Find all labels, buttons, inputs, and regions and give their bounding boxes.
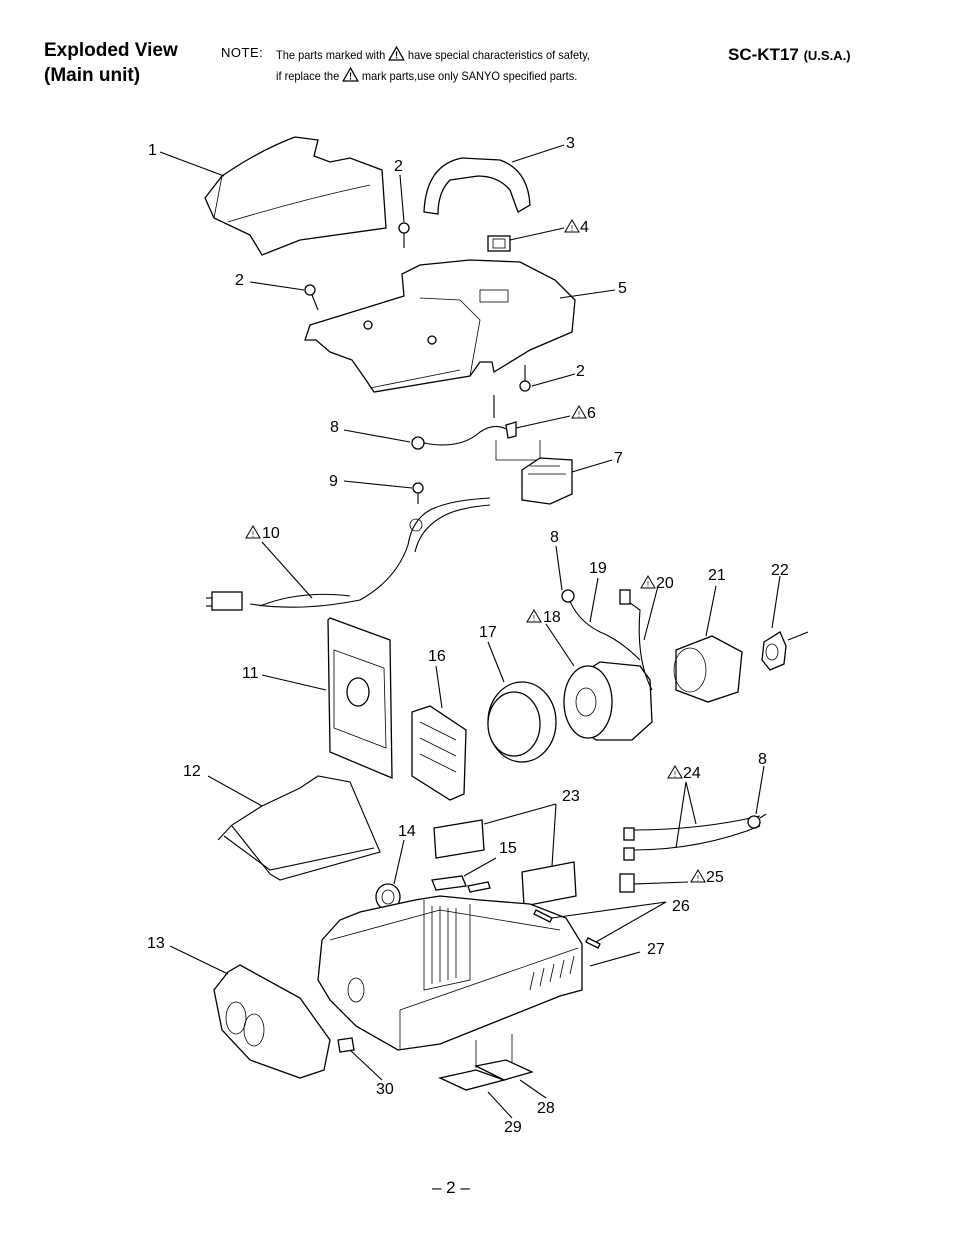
warning-triangle-icon: !	[564, 219, 580, 233]
svg-text:!: !	[647, 580, 649, 589]
note-line-2-end: mark parts,use only SANYO specified part…	[361, 69, 578, 83]
callout-23: 23	[562, 788, 580, 805]
callout-14: 14	[398, 823, 416, 840]
callout-2: 2	[576, 363, 585, 380]
callout-labels: 1 2 2 2 3 4 5 6 7 8 8 8 9 10 11 12 13 14…	[147, 135, 789, 1136]
part-top-cover	[204, 136, 387, 256]
svg-text:!: !	[578, 410, 580, 419]
part-switch-lead	[493, 395, 541, 461]
part-power-cord	[206, 497, 491, 611]
callout-16: 16	[428, 648, 446, 665]
callout-18: 18	[543, 609, 561, 626]
part-leads-24	[623, 813, 767, 861]
model-region: (U.S.A.)	[803, 48, 851, 63]
warning-triangle-icon: !	[388, 45, 406, 62]
callout-5: 5	[618, 280, 627, 297]
svg-text:!: !	[571, 224, 573, 233]
callout-26: 26	[672, 898, 690, 915]
callout-4: 4	[580, 219, 589, 236]
callout-2: 2	[394, 158, 403, 175]
note-line-2-start: if replace the	[276, 69, 340, 83]
model-number: SC-KT17 (U.S.A.)	[728, 45, 851, 65]
part-cylinder-21	[673, 635, 743, 703]
warning-triangle-icon: !	[690, 869, 706, 883]
safety-marks: ! ! ! ! ! ! !	[245, 219, 706, 883]
part-bag-holder	[327, 617, 393, 779]
svg-text:!: !	[395, 50, 398, 61]
part-wire-frame	[217, 775, 381, 881]
part-main-base	[317, 895, 583, 1051]
callout-20: 20	[656, 575, 674, 592]
part-wire-terminal-top	[411, 425, 509, 450]
part-clips-26	[533, 909, 601, 949]
callout-1: 1	[148, 142, 157, 159]
callout-10: 10	[262, 525, 280, 542]
part-terminal-25	[619, 873, 635, 893]
callout-28: 28	[537, 1100, 555, 1117]
leader-lines	[159, 144, 781, 1119]
svg-text:!: !	[252, 530, 254, 539]
part-ring-17	[487, 681, 557, 763]
part-filter-block	[521, 457, 573, 505]
part-cord-screw	[412, 482, 424, 504]
callout-12: 12	[183, 763, 201, 780]
callout-24: 24	[683, 765, 701, 782]
note-line-2: if replace the ! mark parts,use only SAN…	[276, 66, 578, 83]
warning-triangle-icon: !	[640, 575, 656, 589]
callout-25: 25	[706, 869, 724, 886]
callout-9: 9	[329, 473, 338, 490]
model-code: SC-KT17	[728, 45, 799, 64]
warning-triangle-icon: !	[571, 405, 587, 419]
warning-triangle-icon: !	[342, 66, 360, 83]
callout-11: 11	[242, 665, 259, 682]
part-screws	[304, 222, 531, 392]
callout-17: 17	[479, 624, 497, 641]
callout-30: 30	[376, 1081, 394, 1098]
note-line-1-start: The parts marked with	[276, 48, 386, 62]
note-line-1: The parts marked with ! have special cha…	[276, 45, 590, 62]
callout-3: 3	[566, 135, 575, 152]
callout-6: 6	[587, 405, 596, 422]
callout-29: 29	[504, 1119, 522, 1136]
callout-27: 27	[647, 941, 665, 958]
part-filter-16	[411, 705, 467, 801]
note-line-1-end: have special characteristics of safety,	[407, 48, 590, 62]
title-line-2: (Main unit)	[44, 65, 141, 86]
callout-21: 21	[708, 567, 726, 584]
callout-22: 22	[771, 562, 789, 579]
warning-triangle-icon: !	[667, 765, 683, 779]
warning-triangle-icon: !	[245, 525, 261, 539]
part-switch	[487, 235, 511, 252]
page-title: Exploded View (Main unit)	[44, 38, 178, 88]
part-filters-23	[433, 819, 577, 907]
svg-text:!: !	[533, 614, 535, 623]
page-number: – 2 –	[432, 1178, 470, 1197]
svg-text:!: !	[697, 874, 699, 883]
callout-8: 8	[550, 529, 559, 546]
callout-15: 15	[499, 840, 517, 857]
part-exhaust-cap-22	[761, 631, 809, 671]
warning-triangle-icon: !	[526, 609, 542, 623]
part-foot-30	[337, 1037, 355, 1053]
part-handle	[423, 157, 531, 215]
callout-8: 8	[330, 419, 339, 436]
callout-19: 19	[589, 560, 607, 577]
part-motor-leads	[561, 589, 653, 691]
callout-7: 7	[614, 450, 623, 467]
part-handle-housing	[304, 259, 576, 393]
svg-text:!: !	[349, 71, 352, 82]
part-pads-28-29	[437, 1034, 534, 1091]
callout-13: 13	[147, 935, 165, 952]
part-front-bumper	[213, 964, 331, 1079]
title-line-1: Exploded View	[44, 40, 178, 61]
part-pad-15	[431, 875, 491, 893]
note-label: NOTE:	[221, 45, 264, 60]
part-motor	[563, 661, 653, 741]
svg-text:!: !	[674, 770, 676, 779]
callout-8: 8	[758, 751, 767, 768]
callout-2: 2	[235, 272, 244, 289]
